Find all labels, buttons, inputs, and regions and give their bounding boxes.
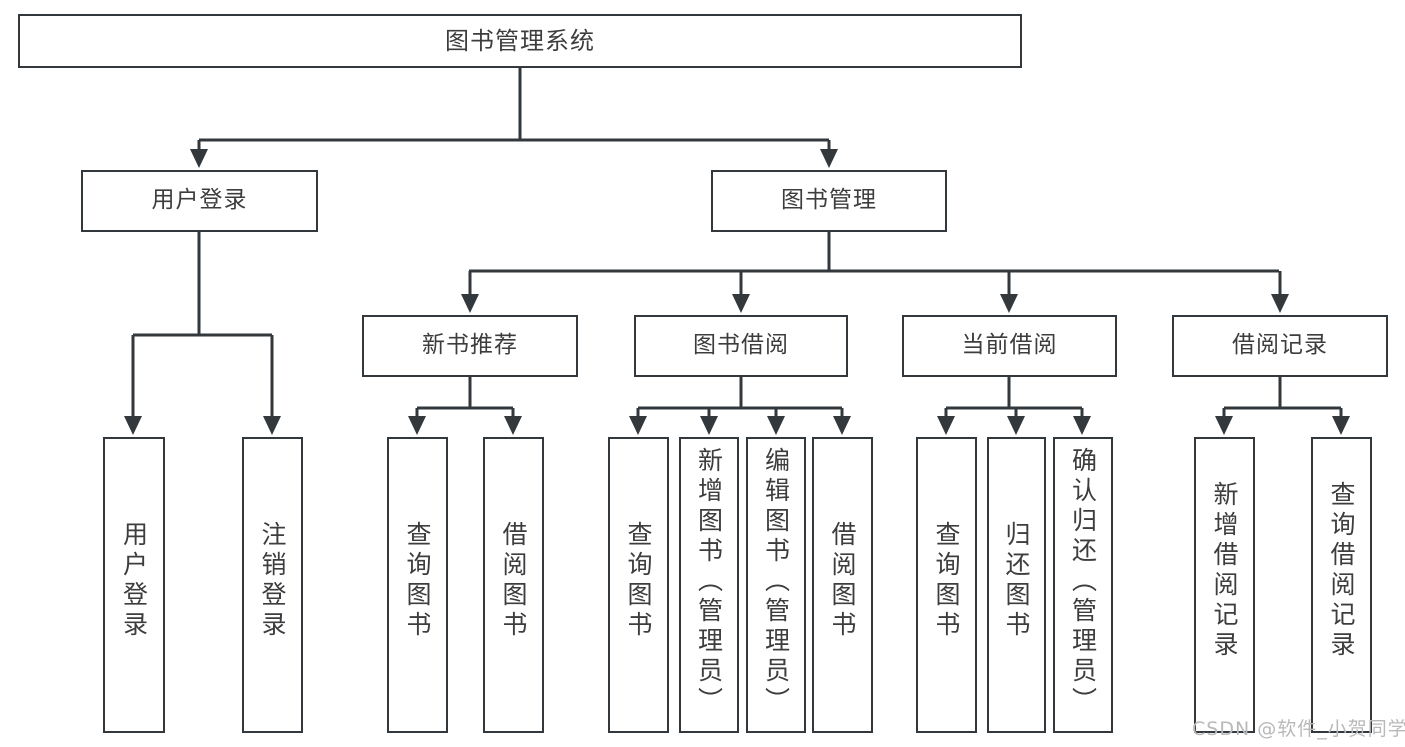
arrow-head-17 bbox=[1215, 416, 1233, 435]
node-book-borrow[interactable]: 图书借阅 bbox=[634, 315, 848, 377]
node-label-book-manage: 图书管理 bbox=[781, 187, 877, 214]
arrow-head-0 bbox=[190, 149, 208, 168]
node-leaf-query-book-1[interactable]: 查询图书 bbox=[387, 437, 448, 733]
node-label-leaf-borrow-book-1: 借阅图书 bbox=[499, 521, 528, 641]
arrow-head-2 bbox=[461, 294, 479, 313]
node-label-user-login: 用户登录 bbox=[151, 187, 248, 214]
arrow-head-13 bbox=[833, 416, 851, 435]
node-leaf-edit-book[interactable]: 编辑图书（管理员） bbox=[746, 437, 806, 733]
node-label-leaf-confirm-return: 确认归还（管理员） bbox=[1068, 447, 1098, 717]
node-user-login[interactable]: 用户登录 bbox=[81, 170, 318, 232]
node-book-manage[interactable]: 图书管理 bbox=[711, 170, 947, 232]
node-leaf-query-book-3[interactable]: 查询图书 bbox=[916, 437, 977, 733]
node-label-leaf-return-book: 归还图书 bbox=[1002, 521, 1031, 641]
node-leaf-add-record[interactable]: 新增借阅记录 bbox=[1194, 437, 1255, 733]
node-leaf-borrow-book-1[interactable]: 借阅图书 bbox=[483, 437, 544, 733]
node-label-borrow-record: 借阅记录 bbox=[1232, 332, 1328, 359]
node-label-root: 图书管理系统 bbox=[445, 26, 595, 55]
node-label-leaf-query-book-3: 查询图书 bbox=[932, 521, 961, 641]
node-label-leaf-add-record: 新增借阅记录 bbox=[1210, 481, 1239, 661]
arrow-head-1 bbox=[820, 149, 838, 168]
arrow-head-8 bbox=[408, 416, 426, 435]
node-label-leaf-logout: 注销登录 bbox=[258, 521, 287, 641]
node-leaf-confirm-return[interactable]: 确认归还（管理员） bbox=[1053, 437, 1113, 733]
node-label-current-borrow: 当前借阅 bbox=[961, 332, 1058, 359]
node-label-leaf-query-record: 查询借阅记录 bbox=[1327, 481, 1356, 661]
arrow-head-6 bbox=[124, 416, 142, 435]
arrow-head-18 bbox=[1332, 416, 1350, 435]
arrow-head-10 bbox=[629, 416, 647, 435]
node-leaf-logout[interactable]: 注销登录 bbox=[242, 437, 303, 733]
node-label-leaf-user-login: 用户登录 bbox=[119, 521, 149, 641]
arrow-head-12 bbox=[767, 416, 785, 435]
arrow-head-7 bbox=[263, 416, 281, 435]
node-label-leaf-edit-book: 编辑图书（管理员） bbox=[761, 447, 791, 717]
node-label-leaf-borrow-book-2: 借阅图书 bbox=[828, 521, 857, 641]
arrow-head-15 bbox=[1007, 416, 1025, 435]
node-label-leaf-add-book: 新增图书（管理员） bbox=[694, 447, 724, 717]
csdn-watermark: CSDN @软件_小贺同学 bbox=[1192, 718, 1405, 740]
node-leaf-query-book-2[interactable]: 查询图书 bbox=[608, 437, 669, 733]
arrow-head-11 bbox=[700, 416, 718, 435]
node-leaf-borrow-book-2[interactable]: 借阅图书 bbox=[812, 437, 873, 733]
node-leaf-add-book[interactable]: 新增图书（管理员） bbox=[679, 437, 739, 733]
arrow-head-9 bbox=[504, 416, 522, 435]
node-label-new-book-rec: 新书推荐 bbox=[422, 332, 518, 359]
arrow-head-16 bbox=[1073, 416, 1091, 435]
node-root[interactable]: 图书管理系统 bbox=[18, 14, 1022, 68]
node-leaf-return-book[interactable]: 归还图书 bbox=[987, 437, 1046, 733]
node-new-book-rec[interactable]: 新书推荐 bbox=[362, 315, 578, 377]
node-borrow-record[interactable]: 借阅记录 bbox=[1172, 315, 1388, 377]
node-current-borrow[interactable]: 当前借阅 bbox=[902, 315, 1117, 377]
arrow-head-4 bbox=[1000, 294, 1018, 313]
node-leaf-user-login[interactable]: 用户登录 bbox=[103, 437, 165, 733]
node-label-leaf-query-book-2: 查询图书 bbox=[624, 521, 653, 641]
node-label-leaf-query-book-1: 查询图书 bbox=[403, 521, 432, 641]
node-label-book-borrow: 图书借阅 bbox=[693, 332, 789, 359]
arrow-head-3 bbox=[732, 294, 750, 313]
arrow-head-14 bbox=[937, 416, 955, 435]
arrow-head-5 bbox=[1271, 294, 1289, 313]
node-leaf-query-record[interactable]: 查询借阅记录 bbox=[1311, 437, 1372, 733]
